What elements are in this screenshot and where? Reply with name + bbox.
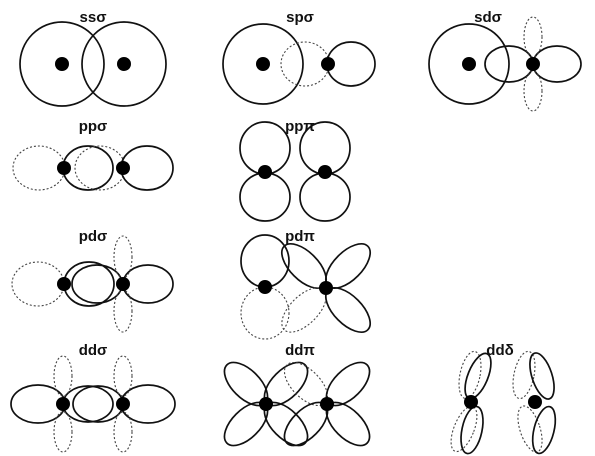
panel-pp-sigma: ppσ xyxy=(12,118,174,191)
d-lobe-bottom xyxy=(523,70,543,112)
nucleus-left xyxy=(259,397,273,411)
nucleus-right xyxy=(321,57,335,71)
panel-label-pp-sigma: ppσ xyxy=(79,118,108,135)
d-lobe-left-atom-bottom xyxy=(53,411,73,453)
nucleus-left xyxy=(57,161,71,175)
panel-label-sd-sigma: sdσ xyxy=(474,9,502,26)
nucleus-right xyxy=(528,395,542,409)
p-lobe-top xyxy=(240,234,290,288)
panel-dd-delta: ddδ xyxy=(450,342,557,455)
panel-label-dd-delta: ddδ xyxy=(486,342,513,359)
panel-label-dd-sigma: ddσ xyxy=(79,342,108,359)
nucleus-left xyxy=(256,57,270,71)
d-lobe-right-atom-top xyxy=(113,355,133,397)
s-orbital-right xyxy=(81,21,167,107)
panel-sp-sigma: spσ xyxy=(222,9,376,105)
nucleus-left xyxy=(258,165,272,179)
d-lobe-left-bottom-front xyxy=(460,405,484,455)
nucleus-right xyxy=(526,57,540,71)
nucleus-left xyxy=(56,397,70,411)
d-lobe-top xyxy=(523,16,543,58)
nucleus-right xyxy=(117,57,131,71)
panel-pd-sigma: pdσ xyxy=(11,228,174,333)
panel-pp-pi: ppπ xyxy=(239,118,351,222)
s-orbital xyxy=(222,23,304,105)
panel-label-sp-sigma: spσ xyxy=(286,9,314,26)
nucleus-right xyxy=(116,397,130,411)
nucleus-right xyxy=(320,397,334,411)
panel-label-pd-pi: pdπ xyxy=(285,228,315,245)
d-lobe-right-top-back xyxy=(512,350,536,400)
panel-label-pd-sigma: pdσ xyxy=(79,228,108,245)
p-lobe-right-bottom xyxy=(299,172,351,222)
panel-label-pp-pi: ppπ xyxy=(285,118,315,135)
panel-label-dd-pi: ddπ xyxy=(285,342,315,359)
nucleus-left xyxy=(258,280,272,294)
d-lobe-right xyxy=(122,264,174,304)
nucleus-left xyxy=(462,57,476,71)
d-lobe-left-atom-top xyxy=(53,355,73,397)
panel-pd-pi: pdπ xyxy=(240,228,371,340)
nucleus-right xyxy=(318,165,332,179)
s-orbital xyxy=(428,23,510,105)
d-lobe-right xyxy=(532,45,582,83)
d-lobe-left-top-back xyxy=(458,350,482,400)
panel-dd-pi: ddπ xyxy=(223,342,371,447)
d-lobe-left-bottom-back xyxy=(450,405,478,453)
d-lobe-right-atom-left xyxy=(72,385,124,423)
d-lobe-right-bottom-back xyxy=(517,405,543,453)
panel-dd-sigma: ddσ xyxy=(10,342,176,453)
panel-sd-sigma: sdσ xyxy=(428,9,582,112)
panel-label-ss-sigma: ssσ xyxy=(80,9,107,26)
nucleus-left xyxy=(57,277,71,291)
s-orbital-left xyxy=(19,21,105,107)
nucleus-right xyxy=(319,281,333,295)
nucleus-right xyxy=(116,161,130,175)
d-lobe-left-atom-right xyxy=(62,385,114,423)
p-lobe-negative xyxy=(11,261,65,307)
nucleus-right xyxy=(116,277,130,291)
d-lobe-right-atom-bottom xyxy=(113,411,133,453)
p-lobe-bottom xyxy=(240,286,290,340)
nucleus-left xyxy=(55,57,69,71)
d-lobe-right-top-front xyxy=(529,352,555,400)
nucleus-left xyxy=(464,395,478,409)
d-lobe-left-top-front xyxy=(464,352,492,400)
p-lobe-left-bottom xyxy=(239,172,291,222)
d-lobe-right-bottom-front xyxy=(531,405,557,455)
panel-ss-sigma: ssσ xyxy=(19,9,167,107)
